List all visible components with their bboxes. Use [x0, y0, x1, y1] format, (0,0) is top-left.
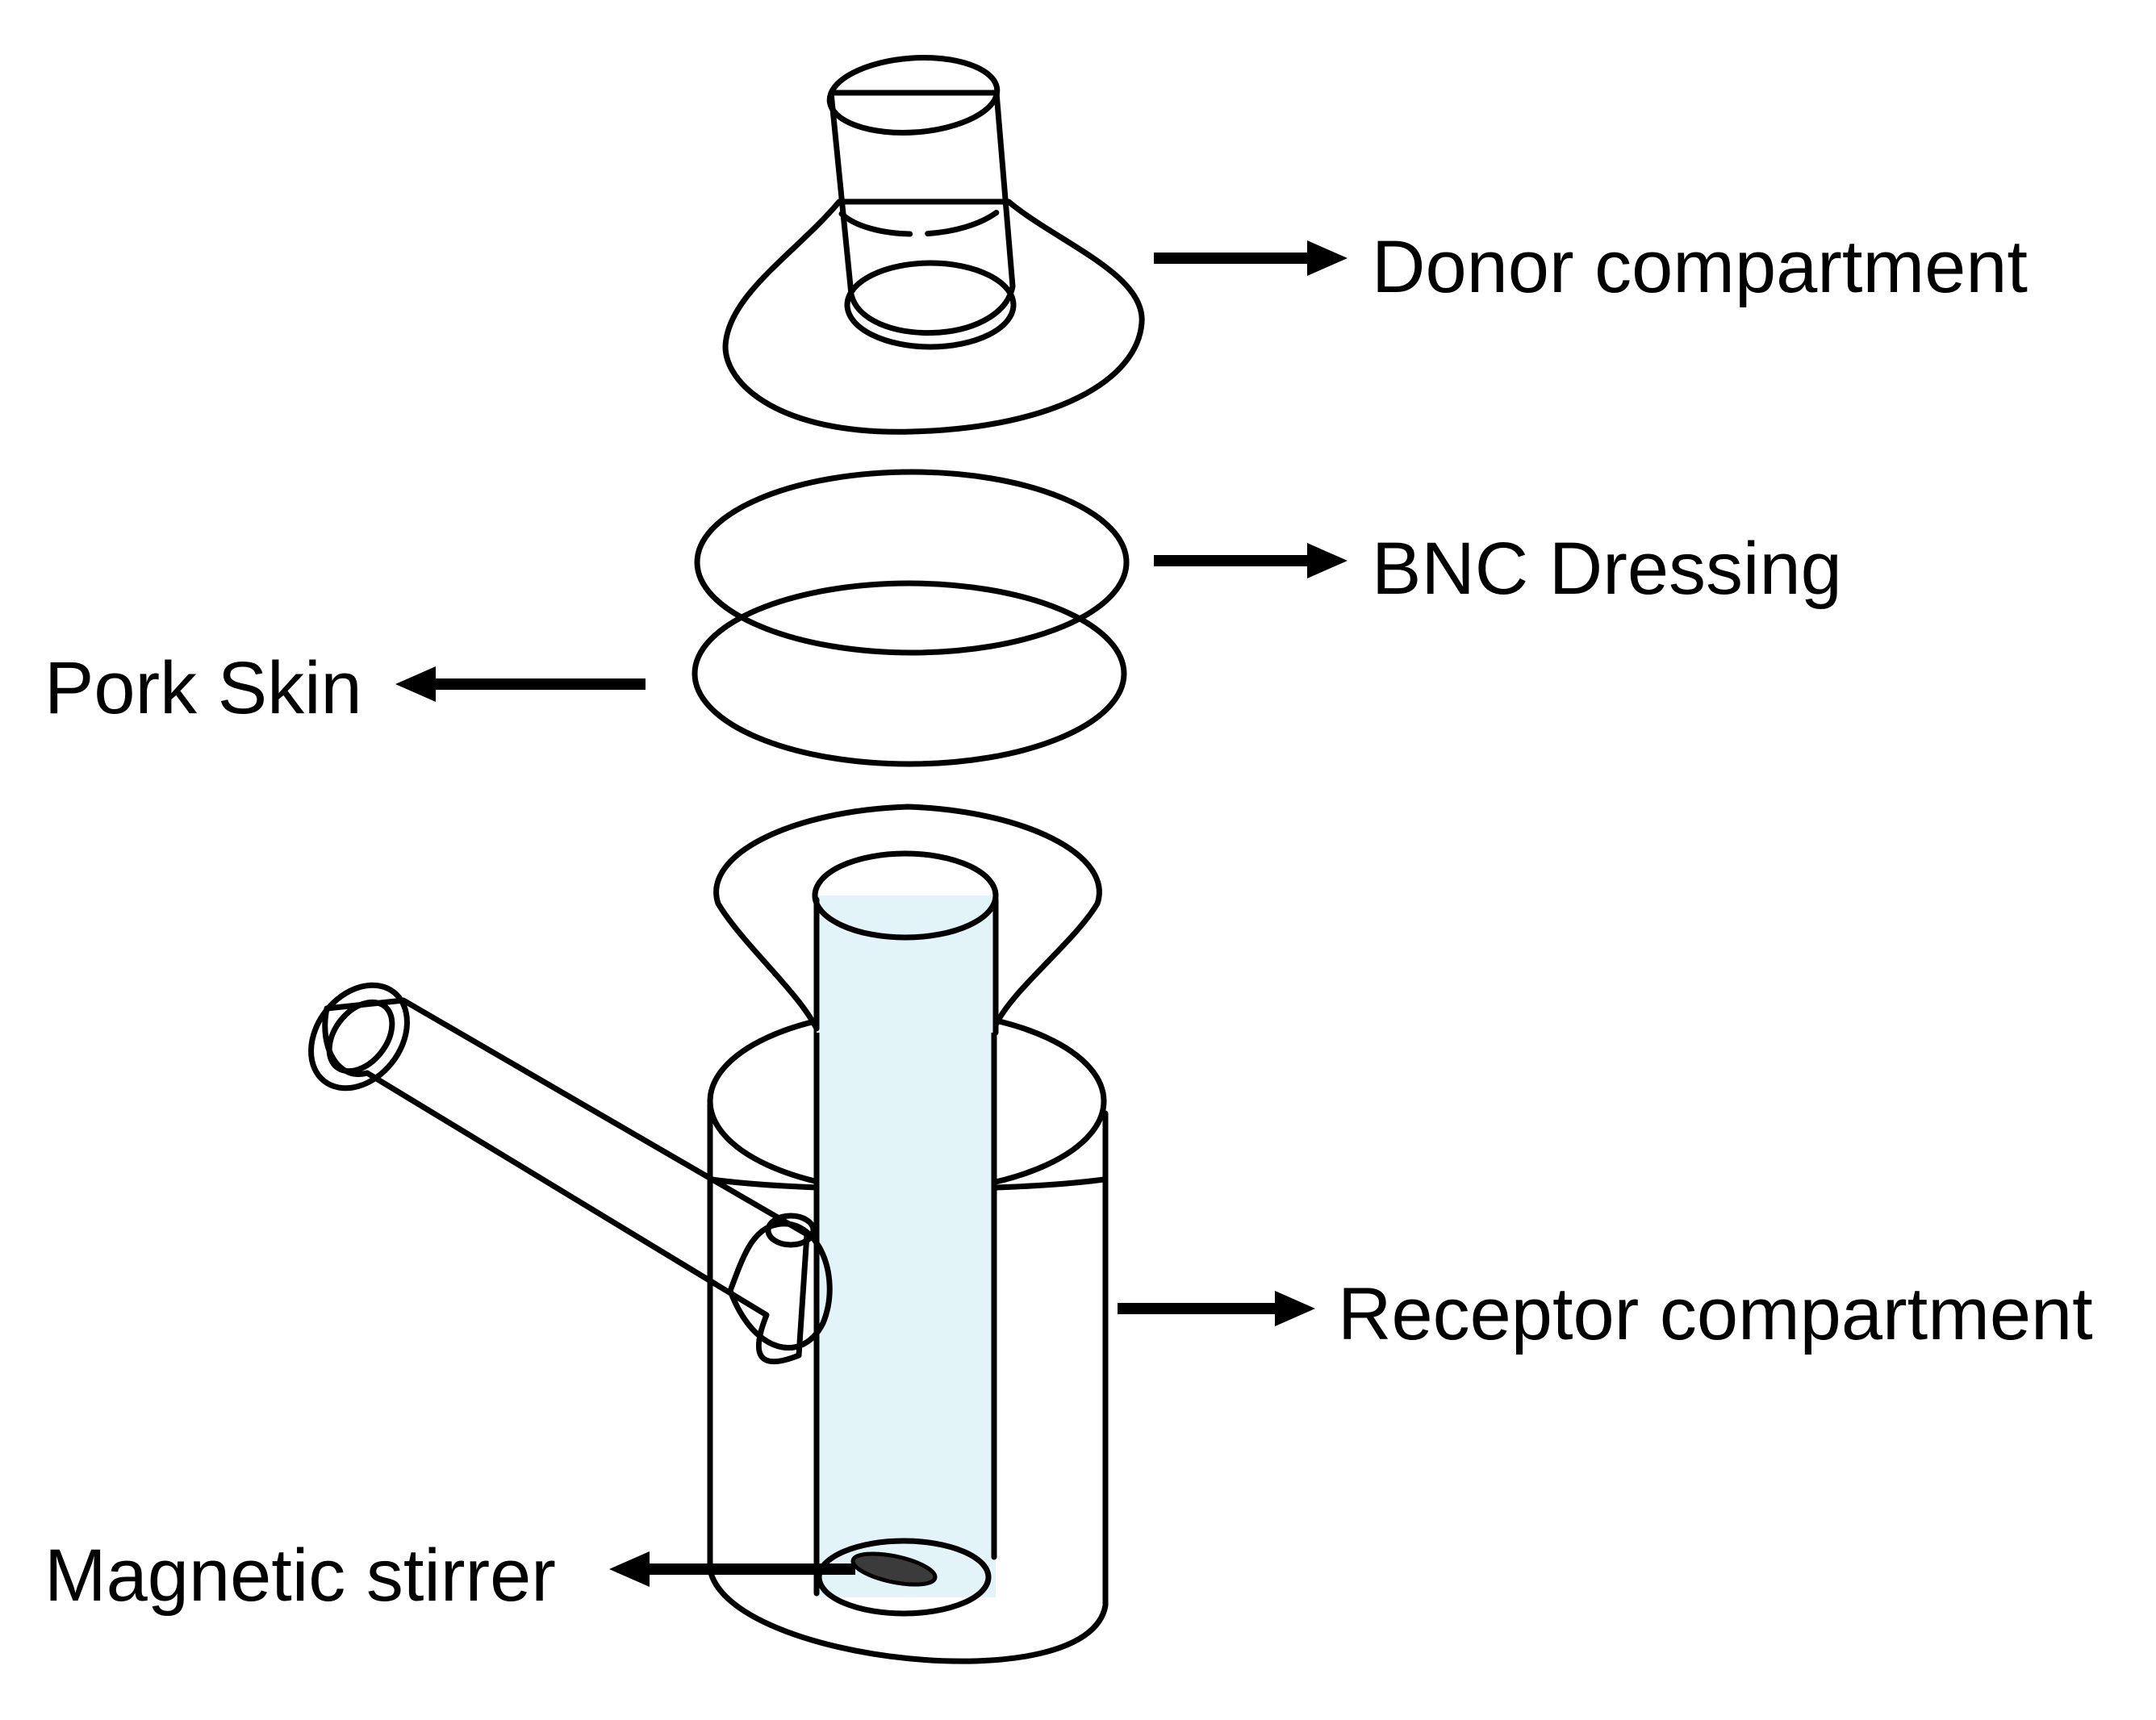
label-donor-compartment: Donor compartment — [1372, 226, 2028, 308]
receptor-tube-bottom — [816, 1538, 992, 1617]
arrow-stirrer — [609, 1551, 855, 1587]
pork-skin-disc — [692, 580, 1127, 767]
receptor-funnel — [713, 804, 1102, 1032]
arrow-pork — [395, 666, 646, 702]
arrow-donor — [1154, 240, 1348, 276]
sampling-arm-opening — [308, 982, 410, 1092]
pork-skin — [692, 580, 1127, 767]
sampling-arm-joint — [727, 1221, 833, 1351]
sampling-arm-joint-ring — [765, 1213, 817, 1248]
bnc-dressing-disc — [694, 469, 1130, 656]
donor-tube-bottom — [844, 260, 1017, 350]
donor-flange — [722, 198, 1145, 435]
label-magnetic-stirrer: Magnetic stirrer — [44, 1534, 556, 1617]
arrow-bnc — [1154, 543, 1348, 578]
receptor-jacket — [707, 1102, 1109, 1664]
label-pork-skin: Pork Skin — [44, 647, 362, 729]
bnc-dressing — [694, 469, 1130, 656]
donor-compartment — [722, 55, 1145, 435]
receptor-compartment — [308, 804, 1109, 1664]
arrow-receptor — [1118, 1291, 1315, 1326]
donor-liquid-top — [826, 55, 1001, 136]
label-bnc-dressing: BNC Dressing — [1372, 528, 1842, 610]
donor-tube-band — [838, 202, 1008, 237]
receptor-tube-neck — [817, 895, 996, 1033]
stirrer-bar — [850, 1551, 938, 1587]
label-receptor-compartment: Receptor compartment — [1338, 1273, 2093, 1355]
receptor-liquid-top — [812, 850, 999, 941]
sampling-arm-opening-inner — [326, 999, 395, 1075]
